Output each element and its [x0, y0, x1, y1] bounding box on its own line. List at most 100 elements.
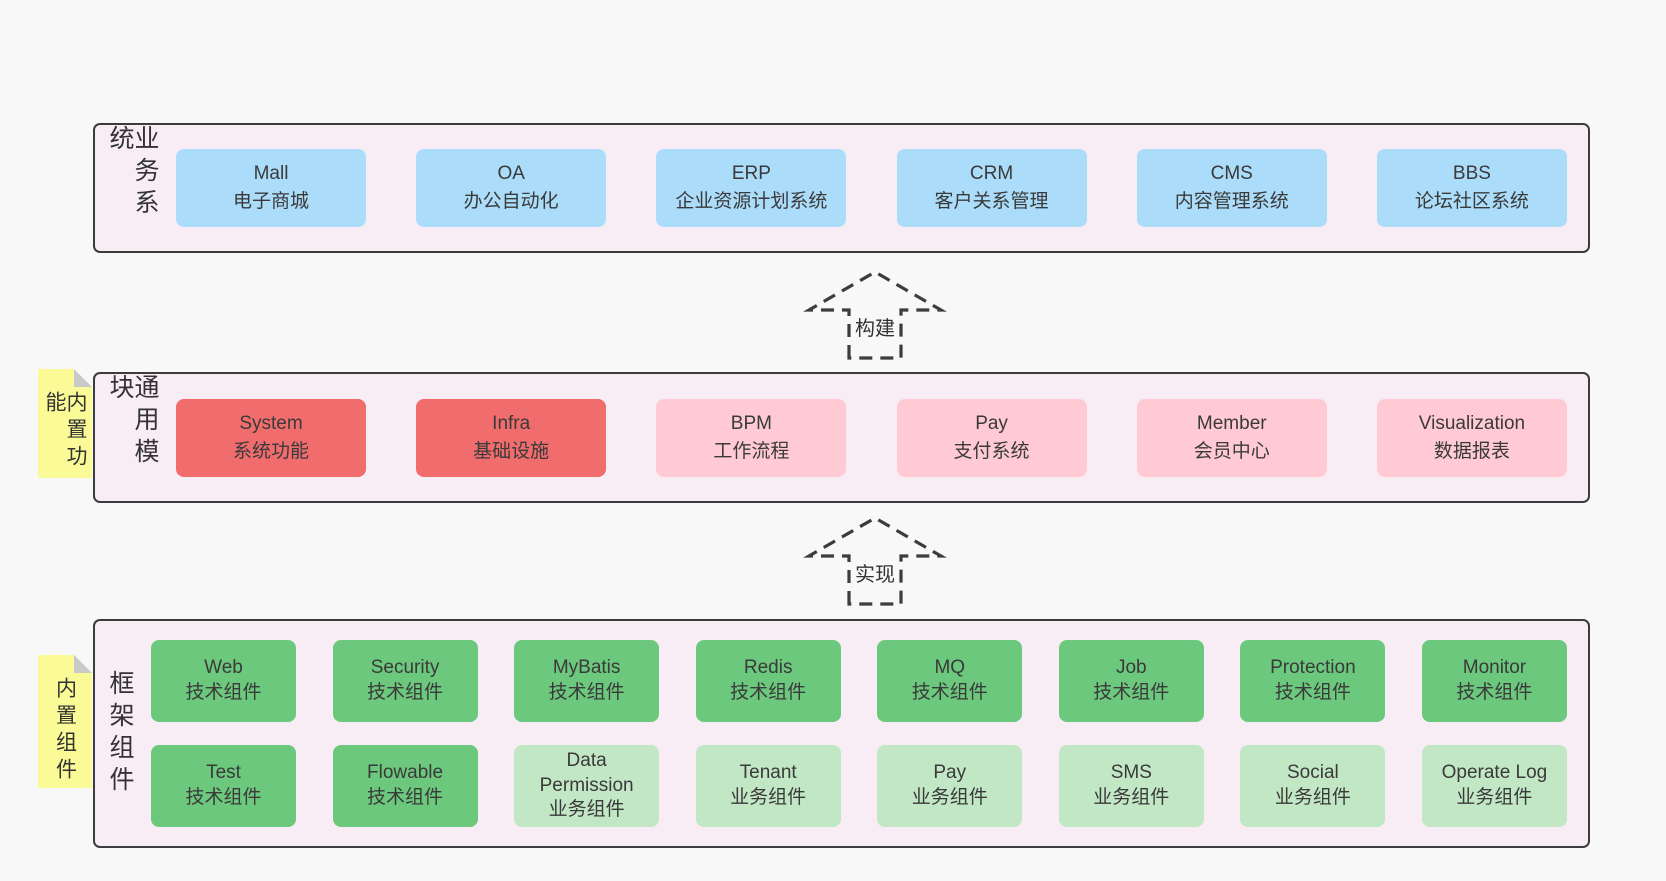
box-system: System 系统功能 — [176, 398, 366, 477]
box-title: Mall — [253, 163, 289, 185]
box-data-permission: Data Permission 业务组件 — [514, 745, 660, 827]
box-oa: OA 办公自动化 — [416, 149, 607, 227]
implement-arrow-up-icon: 实现 — [803, 516, 947, 606]
box-subtitle: 办公自动化 — [463, 191, 559, 212]
box-operate-log: Operate Log 业务组件 — [1421, 745, 1567, 827]
box-subtitle: 技术组件 — [185, 787, 262, 808]
box-erp: ERP 企业资源计划系统 — [656, 149, 847, 227]
box-subtitle: 技术组件 — [367, 682, 444, 703]
box-title: Infra — [492, 412, 531, 434]
box-subtitle: 技术组件 — [548, 682, 625, 703]
box-subtitle: 基础设施 — [473, 440, 550, 462]
box-subtitle: 业务组件 — [1093, 787, 1170, 808]
box-title: Web — [204, 657, 243, 679]
box-title: BPM — [730, 412, 772, 434]
box-title: CRM — [969, 163, 1014, 185]
box-pay-module: Pay 支付系统 — [896, 398, 1087, 477]
box-subtitle: 系统功能 — [232, 440, 309, 462]
box-subtitle: 工作流程 — [713, 440, 790, 462]
layer-common-modules: 通用模块 System 系统功能 Infra 基础设施 BPM 工作流程 Pay… — [93, 372, 1590, 503]
box-title: MyBatis — [552, 657, 621, 679]
box-title: Pay — [975, 412, 1008, 434]
box-title: CMS — [1210, 163, 1253, 185]
box-subtitle: 支付系统 — [953, 440, 1030, 462]
box-redis: Redis 技术组件 — [695, 640, 841, 722]
box-subtitle: 电子商城 — [232, 191, 309, 212]
business-systems-row: Mall 电子商城 OA 办公自动化 ERP 企业资源计划系统 CRM 客户关系… — [157, 149, 1588, 227]
implement-arrow-label: 实现 — [855, 563, 895, 586]
box-security: Security 技术组件 — [332, 640, 478, 722]
sticky-note-text: 内置组件 — [53, 677, 77, 785]
box-subtitle: 业务组件 — [1456, 787, 1533, 808]
box-subtitle: 数据报表 — [1433, 440, 1510, 462]
box-title: Redis — [743, 657, 793, 679]
sticky-note-built-in-features: 内置功能 — [38, 369, 92, 478]
box-title: Flowable — [367, 762, 444, 784]
box-title: Social — [1287, 762, 1339, 784]
layer-business-systems: 业务系统 Mall 电子商城 OA 办公自动化 ERP 企业资源计划系统 CRM… — [93, 123, 1590, 253]
box-title: Data Permission — [539, 749, 634, 796]
box-monitor: Monitor 技术组件 — [1421, 640, 1567, 722]
box-flowable: Flowable 技术组件 — [332, 745, 478, 827]
box-job: Job 技术组件 — [1058, 640, 1204, 722]
box-title: Operate Log — [1441, 762, 1548, 784]
box-title: Visualization — [1418, 412, 1526, 434]
box-title: Pay — [933, 762, 967, 784]
box-social: Social 业务组件 — [1240, 745, 1386, 827]
box-title: Member — [1196, 412, 1267, 434]
box-title: Tenant — [739, 762, 797, 784]
box-member: Member 会员中心 — [1136, 398, 1327, 477]
box-title: Security — [370, 657, 440, 679]
box-title: Protection — [1270, 657, 1356, 679]
box-cms: CMS 内容管理系统 — [1136, 149, 1327, 227]
box-title: System — [239, 412, 303, 434]
common-modules-row: System 系统功能 Infra 基础设施 BPM 工作流程 Pay 支付系统… — [157, 398, 1588, 477]
box-subtitle: 技术组件 — [911, 682, 988, 703]
layer-framework-components-label: 框架组件 — [106, 669, 134, 798]
box-subtitle: 企业资源计划系统 — [675, 191, 828, 212]
layer-business-systems-label: 业务系统 — [106, 125, 159, 221]
box-bpm: BPM 工作流程 — [656, 398, 847, 477]
box-subtitle: 技术组件 — [185, 682, 262, 703]
sticky-note-built-in-components: 内置组件 — [38, 655, 92, 788]
box-test: Test 技术组件 — [151, 745, 296, 827]
box-subtitle: 技术组件 — [1274, 682, 1351, 703]
box-tenant: Tenant 业务组件 — [695, 745, 841, 827]
box-protection: Protection 技术组件 — [1240, 640, 1386, 722]
arrow-label-bg — [852, 314, 898, 342]
box-title: SMS — [1110, 762, 1152, 784]
box-infra: Infra 基础设施 — [416, 398, 607, 477]
box-title: Monitor — [1462, 657, 1527, 679]
framework-components-grid: Web 技术组件 Security 技术组件 MyBatis 技术组件 Redi… — [132, 640, 1588, 827]
box-pay-component: Pay 业务组件 — [877, 745, 1023, 827]
box-mybatis: MyBatis 技术组件 — [514, 640, 660, 722]
box-title: BBS — [1452, 163, 1491, 185]
box-subtitle: 技术组件 — [1456, 682, 1533, 703]
box-subtitle: 会员中心 — [1193, 440, 1270, 462]
box-subtitle: 业务组件 — [730, 787, 807, 808]
layer-framework-components: 框架组件 Web 技术组件 Security 技术组件 MyBatis 技术组件… — [93, 619, 1590, 848]
box-subtitle: 业务组件 — [1274, 787, 1351, 808]
sticky-note-text: 内置功能 — [43, 391, 87, 472]
box-subtitle: 论坛社区系统 — [1414, 191, 1529, 212]
box-title: MQ — [934, 657, 966, 679]
box-subtitle: 技术组件 — [367, 787, 444, 808]
box-subtitle: 业务组件 — [911, 787, 988, 808]
box-web: Web 技术组件 — [151, 640, 296, 722]
build-arrow-up-icon: 构建 — [803, 270, 947, 360]
box-subtitle: 业务组件 — [548, 799, 625, 821]
box-title: ERP — [731, 163, 771, 185]
box-subtitle: 客户关系管理 — [934, 191, 1049, 212]
box-mall: Mall 电子商城 — [176, 149, 366, 227]
box-subtitle: 技术组件 — [1093, 682, 1170, 703]
box-crm: CRM 客户关系管理 — [896, 149, 1087, 227]
box-title: Test — [206, 762, 241, 784]
box-bbs: BBS 论坛社区系统 — [1376, 149, 1567, 227]
build-arrow-label: 构建 — [855, 317, 895, 340]
box-title: OA — [497, 163, 525, 185]
box-subtitle: 技术组件 — [730, 682, 807, 703]
box-visualization: Visualization 数据报表 — [1376, 398, 1567, 477]
box-title: Job — [1115, 657, 1147, 679]
box-sms: SMS 业务组件 — [1058, 745, 1204, 827]
